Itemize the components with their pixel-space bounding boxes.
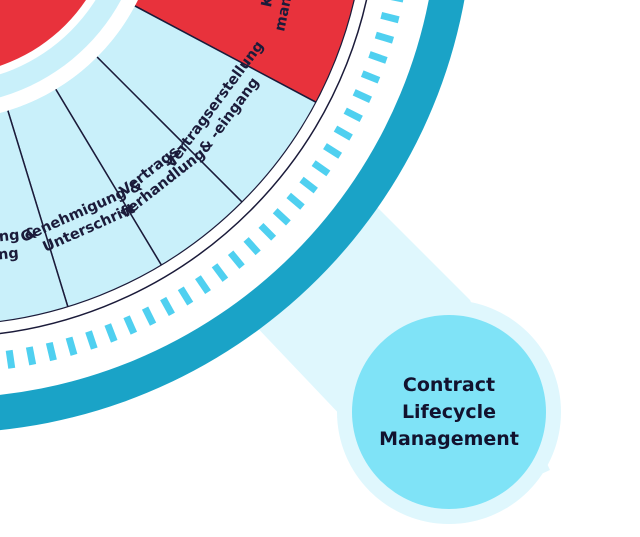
center-label-line: Lifecycle [401, 400, 497, 423]
center-badge [352, 315, 546, 509]
tick-mark [211, 263, 229, 282]
segment-band [0, 0, 355, 322]
tick-mark [123, 315, 138, 335]
segment-divider [134, 5, 317, 103]
tick-mark [311, 160, 331, 177]
segment-label-line: Klausel- [259, 0, 288, 9]
tick-mark [272, 208, 291, 226]
tick-mark [85, 330, 98, 350]
tick-mark [195, 275, 211, 295]
tick-mark [141, 306, 157, 326]
segment-vertragsverhandlung [55, 57, 242, 266]
segment-divider [55, 88, 162, 266]
tick-mark [5, 349, 16, 369]
tick-mark [243, 237, 261, 256]
tick-mark [352, 89, 372, 104]
tick-mark [227, 250, 245, 269]
badge-circle [352, 315, 546, 509]
segment-genehmigung [7, 89, 162, 307]
tick-mark [374, 31, 395, 44]
tick-mark [333, 125, 353, 141]
tick-mark [380, 11, 400, 24]
hub [0, 0, 138, 113]
segment-vertragserstellung [97, 5, 316, 202]
tick-mark [45, 341, 57, 362]
tick-mark [104, 323, 118, 343]
tick-mark [343, 107, 363, 123]
segment-divider [7, 110, 69, 307]
tick-ring [0, 0, 404, 369]
tick-mark [360, 70, 381, 84]
tick-mark [323, 143, 343, 159]
center-label-line: Contract [402, 373, 496, 396]
tick-mark [160, 296, 175, 317]
tick-mark [25, 346, 37, 366]
tick-mark [65, 336, 78, 356]
tick-mark [258, 222, 277, 241]
segment-speicherung [0, 110, 68, 322]
center-label-line: Management [379, 427, 519, 450]
tick-mark [299, 176, 318, 194]
segment-divider [96, 56, 243, 203]
tick-mark [177, 286, 194, 306]
tick-mark [286, 192, 305, 210]
segment-klauselmanagement [134, 0, 355, 103]
hub-core [0, 0, 86, 66]
tick-mark [368, 51, 388, 64]
center-label: Contract Lifecycle Management [352, 315, 546, 509]
